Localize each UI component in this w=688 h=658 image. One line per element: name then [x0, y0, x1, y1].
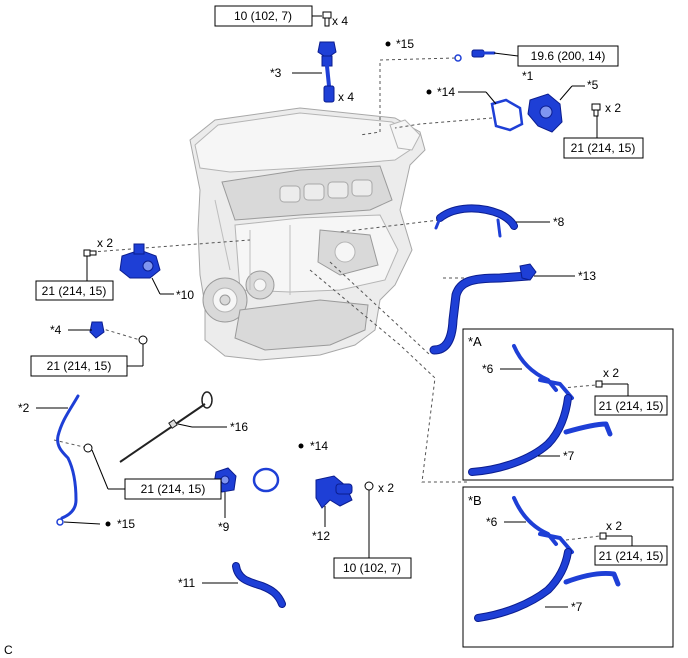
- torque-value-1: 10 (102, 7): [234, 9, 292, 23]
- qty-label: x 2: [605, 101, 621, 115]
- torque-value-3: 21 (214, 15): [571, 141, 636, 155]
- part-4-sensor: [89, 321, 105, 339]
- part-5-housing: [527, 93, 563, 133]
- callout-13: *13: [578, 269, 596, 283]
- variant-b-frame: [462, 486, 674, 648]
- qty-label: x 2: [378, 481, 394, 495]
- bolt-icon: [591, 103, 601, 117]
- part-8-hose: [434, 204, 518, 238]
- part-14-gasket-bottom: [252, 467, 280, 493]
- variant-b-parts: [474, 496, 621, 622]
- torque-value-2: 19.6 (200, 14): [531, 49, 606, 63]
- qty-label: x 4: [338, 90, 354, 104]
- torque-value-8: 10 (102, 7): [343, 561, 401, 575]
- torque-box-4: [35, 280, 114, 301]
- part-16-dipstick: [119, 391, 213, 463]
- part-11-hose: [232, 562, 286, 608]
- part-3-injector: [317, 41, 337, 103]
- torque-value-7: 21 (214, 15): [141, 482, 206, 496]
- torque-box-9: [594, 545, 668, 566]
- torque-value-6: 21 (214, 15): [599, 399, 664, 413]
- callout-8: *8: [553, 215, 565, 229]
- variant-a-parts: [468, 344, 613, 476]
- bolt-icon: [83, 249, 97, 257]
- callout-15-bottom: *15: [117, 517, 135, 531]
- bolt-icon: [138, 335, 148, 345]
- part-2-tube: [56, 394, 80, 526]
- callout-7-a: *7: [563, 449, 575, 463]
- torque-box-3: [563, 137, 644, 159]
- callout-2: *2: [18, 401, 30, 415]
- callout-3: *3: [270, 66, 282, 80]
- bolt-icon: [599, 532, 607, 540]
- callout-9: *9: [218, 520, 230, 534]
- part-15-gasket-top: [454, 54, 462, 62]
- torque-box-8: [333, 557, 412, 579]
- bolt-icon: [322, 11, 332, 27]
- callout-11: *11: [178, 576, 195, 590]
- bolt-icon: [83, 443, 93, 453]
- bolt-icon: [364, 481, 374, 491]
- callout-14-top: *14: [437, 85, 455, 99]
- callout-1: *1: [522, 69, 534, 83]
- part-12-outlet: [315, 475, 353, 509]
- torque-box-6: [594, 395, 668, 416]
- qty-label: x 2: [97, 236, 113, 250]
- callout-10: *10: [176, 288, 194, 302]
- callout-16: *16: [230, 420, 248, 434]
- qty-label: x 4: [332, 14, 348, 28]
- bolt-icon: [595, 380, 603, 388]
- callout-12: *12: [312, 529, 330, 543]
- assembly-lines: [53, 57, 601, 541]
- callout-6-a: *6: [482, 362, 494, 376]
- part-10-pump: [119, 243, 161, 279]
- variant-a-frame: [462, 328, 674, 481]
- callout-4: *4: [50, 323, 62, 337]
- callout-15-top: *15: [396, 37, 414, 51]
- engine-block-illustration: [189, 107, 426, 361]
- callout-14-bottom: *14: [310, 439, 328, 453]
- part-1-sensor: [471, 49, 496, 58]
- torque-value-5: 21 (214, 15): [47, 359, 112, 373]
- qty-label: x 2: [606, 519, 622, 533]
- callout-6-b: *6: [486, 515, 498, 529]
- torque-value-9: 21 (214, 15): [599, 549, 664, 563]
- variant-b-label: *B: [468, 493, 482, 508]
- variant-a-label: *A: [468, 334, 482, 349]
- part-14-gasket-top: [490, 98, 524, 132]
- part-13-hose: [429, 263, 537, 355]
- figure-code: C: [4, 643, 13, 657]
- callout-5: *5: [587, 78, 599, 92]
- torque-value-4: 21 (214, 15): [42, 284, 107, 298]
- qty-label: x 2: [603, 366, 619, 380]
- callout-7-b: *7: [571, 600, 583, 614]
